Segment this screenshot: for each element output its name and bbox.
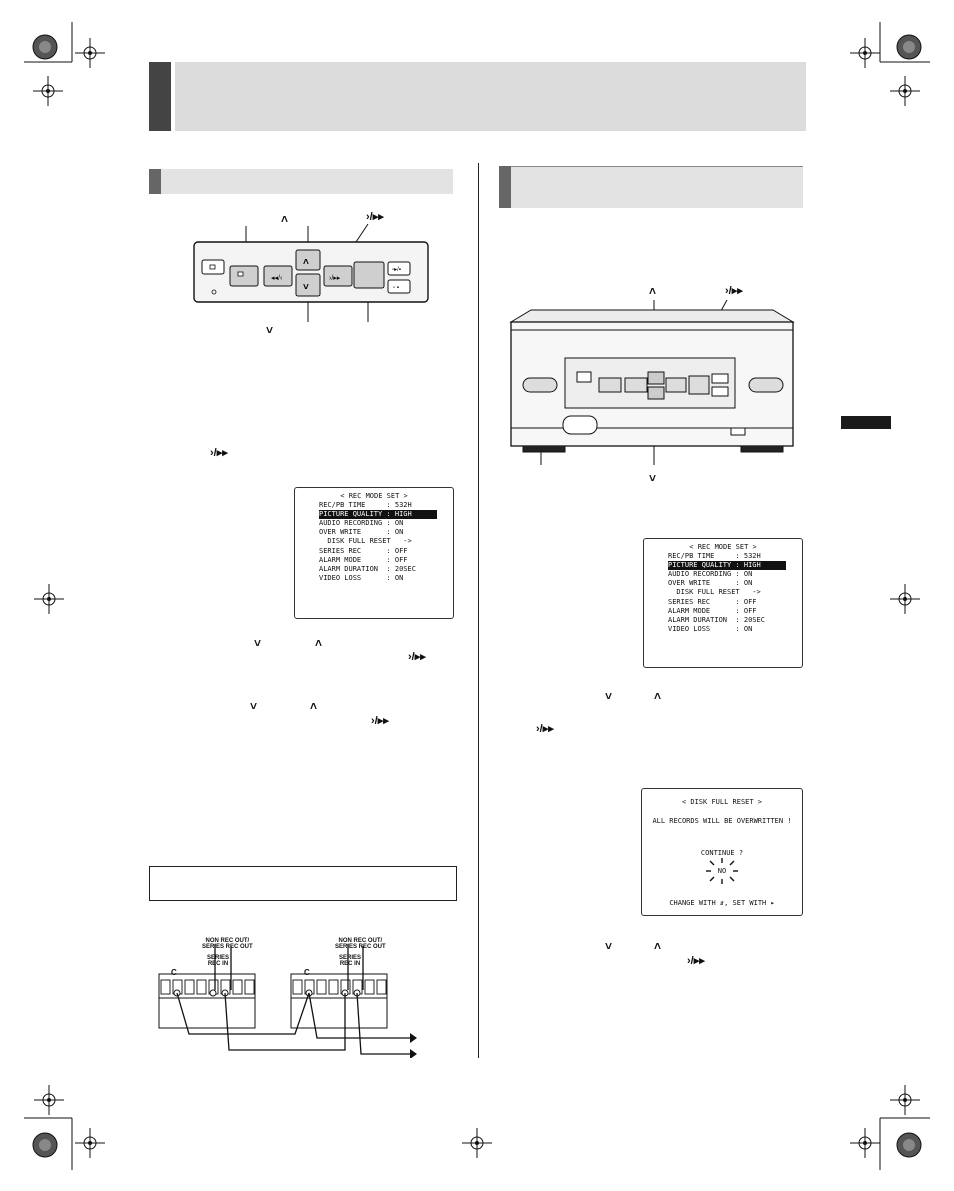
- svg-text:˅: ˅: [303, 282, 309, 293]
- up-arrow-icon: ˄: [315, 636, 323, 650]
- note-box: [149, 866, 457, 901]
- registration-mark-bottom-right-a: [890, 1085, 920, 1115]
- registration-mark-top-right-a: [896, 34, 922, 60]
- registration-mark-bottom-left-a: [34, 1085, 64, 1115]
- osd-row: DISK FULL RESET ->: [319, 537, 412, 546]
- up-arrow-icon: ˄: [281, 212, 289, 226]
- osd-disk-full-reset: < DISK FULL RESET > ALL RECORDS WILL BE …: [641, 788, 803, 916]
- osd-row: ALARM DURATION : 20SEC: [319, 564, 416, 573]
- registration-mark-left-center: [34, 584, 64, 614]
- play-ff-icon: ›/▸▸: [366, 211, 384, 223]
- osd-row-highlighted: PICTURE QUALITY : HIGH: [668, 561, 786, 571]
- svg-text:▫▸/▪: ▫▸/▪: [392, 267, 401, 273]
- registration-mark-bottom-left-b: [32, 1132, 58, 1158]
- wiring-diagram: NON REC OUT/ SERIES REC OUT SERIES REC I…: [155, 938, 425, 1058]
- osd-row: SERIES REC : OFF: [668, 597, 757, 606]
- osd-row: ALARM MODE : OFF: [319, 555, 408, 564]
- osd-row: VIDEO LOSS : ON: [668, 624, 753, 633]
- page-title-bar: [149, 62, 806, 131]
- registration-mark-bottom-left-c: [75, 1128, 105, 1158]
- osd-row: VIDEO LOSS : ON: [319, 573, 404, 582]
- osd-rec-mode-set-right: < REC MODE SET > REC/PB TIME : 532H PICT…: [643, 538, 803, 668]
- osd-disk-message: ALL RECORDS WILL BE OVERWRITTEN !: [652, 817, 792, 825]
- label-non-rec-out-left: NON REC OUT/ SERIES REC OUT: [202, 938, 253, 950]
- play-ff-icon: ›/▸▸: [536, 723, 554, 735]
- svg-text:▫ ▪: ▫ ▪: [393, 285, 399, 291]
- osd-row-highlighted: PICTURE QUALITY : HIGH: [319, 510, 437, 520]
- chapter-side-tab: [841, 416, 891, 429]
- registration-mark-bottom-right-b: [850, 1128, 880, 1158]
- down-arrow-icon: ˅: [250, 699, 258, 713]
- registration-mark-bottom-right-c: [896, 1132, 922, 1158]
- wiring-terminals-svg: [158, 944, 417, 1058]
- play-ff-icon: ›/▸▸: [408, 651, 426, 663]
- label-c-right: C: [304, 968, 310, 977]
- recorder-front-diagram: [509, 300, 795, 465]
- osd-disk-footer: CHANGE WITH ⇵, SET WITH ▸: [669, 899, 775, 907]
- osd-row: SERIES REC : OFF: [319, 546, 408, 555]
- up-arrow-icon: ˄: [654, 689, 662, 703]
- right-section-header: [499, 166, 803, 208]
- svg-text:›/▸▸: ›/▸▸: [329, 275, 341, 282]
- down-arrow-icon: ˅: [266, 323, 274, 337]
- osd-row: AUDIO RECORDING : ON: [668, 570, 753, 579]
- osd-rec-mode-set-left: < REC MODE SET > REC/PB TIME : 532H PICT…: [294, 487, 454, 619]
- osd-row: AUDIO RECORDING : ON: [319, 519, 404, 528]
- play-ff-icon: ›/▸▸: [725, 285, 743, 297]
- up-arrow-icon: ˄: [310, 699, 318, 713]
- osd-row: OVER WRITE : ON: [319, 528, 404, 537]
- osd-row: ALARM DURATION : 20SEC: [668, 615, 765, 624]
- registration-mark-top-right-b: [850, 38, 880, 68]
- osd-title: < REC MODE SET >: [689, 543, 757, 551]
- play-ff-icon-step: ›/▸▸: [210, 447, 228, 459]
- up-arrow-icon: ˄: [649, 284, 657, 298]
- page-title-accent: [149, 62, 171, 131]
- svg-text:◂◂/‹: ◂◂/‹: [271, 275, 283, 282]
- up-arrow-icon: ˄: [654, 939, 662, 953]
- registration-mark-top-left-b: [75, 38, 105, 68]
- left-section-accent: [149, 169, 161, 194]
- osd-row: DISK FULL RESET ->: [668, 588, 761, 597]
- registration-mark-right-top: [890, 76, 920, 106]
- osd-disk-answer: NO: [717, 867, 727, 875]
- flashing-starburst-icon: [706, 858, 738, 884]
- label-non-rec-out-right: NON REC OUT/ SERIES REC OUT: [335, 938, 386, 950]
- osd-row: ALARM MODE : OFF: [668, 606, 757, 615]
- page-title-accent-gap: [171, 62, 175, 131]
- osd-disk-title: < DISK FULL RESET >: [681, 798, 763, 806]
- registration-mark-bottom-center: [462, 1128, 492, 1158]
- label-c-left: C: [171, 968, 177, 977]
- play-ff-icon: ›/▸▸: [371, 715, 389, 727]
- osd-title: < REC MODE SET >: [340, 492, 408, 500]
- osd-row: REC/PB TIME : 532H: [319, 501, 412, 510]
- down-arrow-icon: ˅: [254, 636, 262, 650]
- osd-disk-continue: CONTINUE ?: [700, 849, 744, 857]
- down-arrow-icon: ˅: [605, 689, 613, 703]
- left-section-header: [149, 169, 453, 194]
- column-divider: [478, 163, 479, 1058]
- svg-text:˄: ˄: [303, 257, 309, 268]
- registration-mark-right-center: [890, 584, 920, 614]
- label-series-rec-in-right: SERIES REC IN: [339, 955, 362, 967]
- registration-mark-left-mid: [33, 76, 63, 106]
- play-ff-icon: ›/▸▸: [687, 955, 705, 967]
- osd-row: OVER WRITE : ON: [668, 579, 753, 588]
- registration-mark-top-left-a: [32, 34, 58, 60]
- label-series-rec-in-left: SERIES REC IN: [207, 955, 230, 967]
- front-panel-buttons-diagram: ◂◂/‹ ˄ ˅ ›/▸▸ ▫▸/▪ ▫ ▪: [193, 223, 429, 322]
- right-section-accent: [499, 166, 511, 208]
- down-arrow-icon: ˅: [605, 939, 613, 953]
- down-arrow-icon: ˅: [649, 471, 657, 485]
- osd-row: REC/PB TIME : 532H: [668, 552, 761, 561]
